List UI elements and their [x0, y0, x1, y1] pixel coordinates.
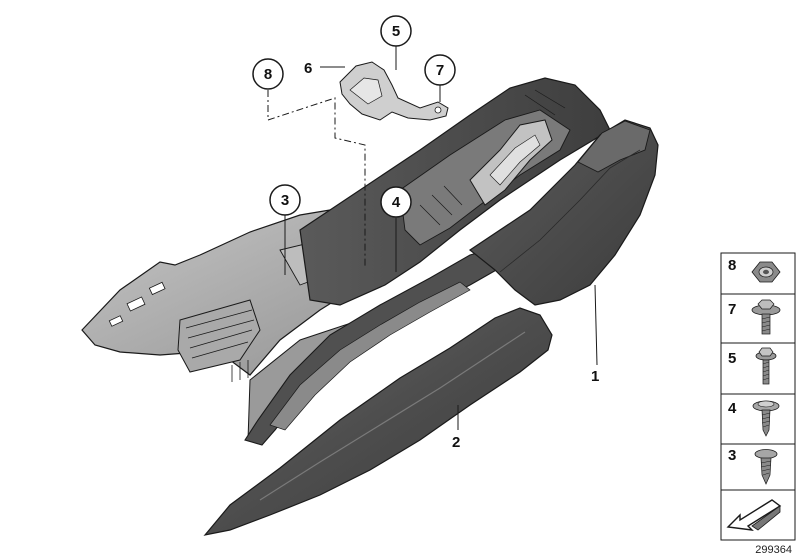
svg-text:7: 7 — [728, 301, 736, 318]
forward-arrow-icon — [726, 499, 782, 531]
svg-text:1: 1 — [591, 368, 599, 385]
callout-7: 7 — [424, 54, 456, 86]
svg-text:8: 8 — [264, 66, 272, 83]
center-console-body — [299, 77, 611, 306]
svg-text:4: 4 — [728, 400, 737, 417]
svg-text:5: 5 — [392, 23, 400, 40]
hex-screw-icon — [755, 347, 777, 385]
direction-arrow-box — [720, 489, 796, 541]
callout-3: 3 — [269, 184, 301, 216]
washer-screw-icon — [752, 400, 780, 437]
flange-bolt-icon — [751, 299, 781, 335]
legend-item-7: 7 — [720, 293, 796, 344]
callout-8: 8 — [252, 58, 284, 90]
callout-5: 5 — [380, 15, 412, 47]
side-trim-cover — [203, 307, 553, 536]
svg-text:5: 5 — [728, 350, 736, 367]
svg-text:7: 7 — [436, 62, 444, 79]
mounting-bracket — [339, 61, 449, 121]
callout-1: 1 — [591, 368, 599, 385]
svg-text:8: 8 — [728, 257, 736, 274]
svg-text:3: 3 — [728, 447, 736, 464]
svg-text:2: 2 — [452, 434, 460, 451]
tapping-screw-icon — [754, 449, 778, 485]
leader-lines — [284, 46, 598, 430]
svg-text:3: 3 — [281, 192, 289, 209]
reference-number: 299364 — [755, 544, 792, 556]
svg-text:4: 4 — [392, 194, 401, 211]
legend-item-8: 8 — [720, 252, 796, 295]
legend-item-4: 4 — [720, 393, 796, 445]
armrest-storage-compartment — [468, 119, 659, 306]
callout-4: 4 — [380, 186, 412, 218]
fastener-legend: 8 7 5 — [720, 252, 796, 541]
legend-item-3: 3 — [720, 443, 796, 491]
legend-item-5: 5 — [720, 342, 796, 395]
assembly-lines — [267, 90, 366, 268]
callout-2: 2 — [452, 434, 460, 451]
hex-nut-icon — [751, 261, 781, 283]
callout-6: 6 — [304, 60, 312, 77]
svg-text:6: 6 — [304, 60, 312, 77]
